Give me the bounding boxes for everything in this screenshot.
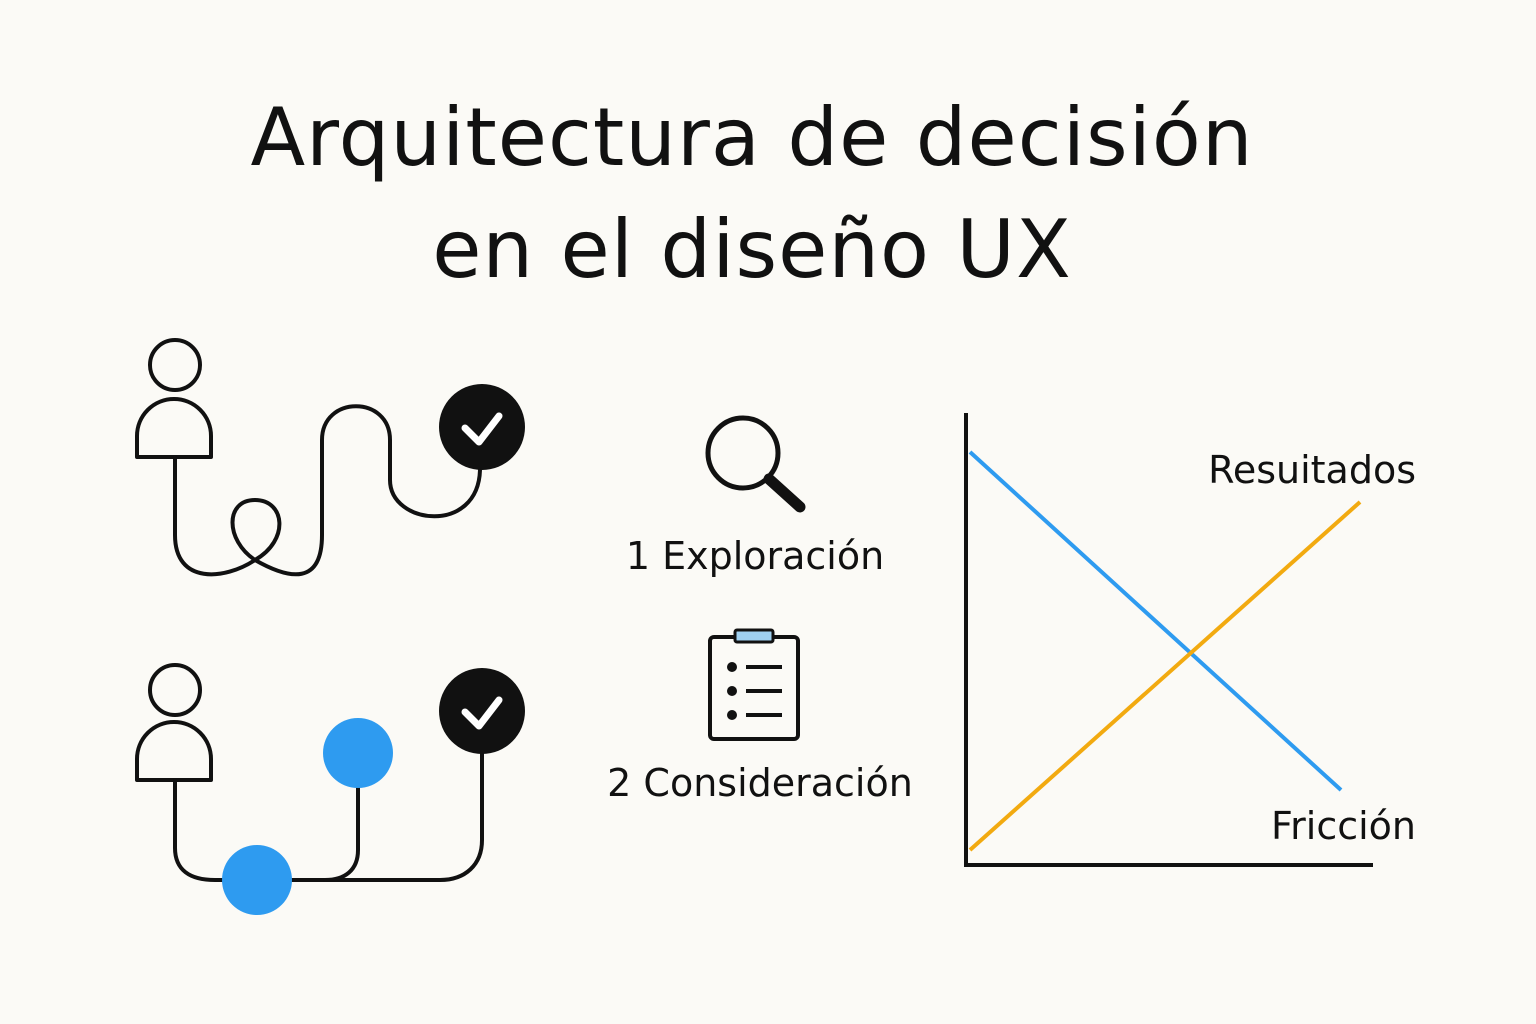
magnifier-icon xyxy=(705,415,806,513)
results-line-label: Resuitados xyxy=(1208,448,1416,492)
decision-node xyxy=(323,718,393,788)
decision-node xyxy=(222,845,292,915)
page-title: Arquitectura de decisión en el diseño UX xyxy=(0,82,1504,306)
step-exploration: 1 Exploración xyxy=(626,415,884,578)
winding-path-line xyxy=(173,404,482,577)
check-circle-icon xyxy=(439,668,525,754)
branch-line xyxy=(323,786,360,882)
guided-path-diagram xyxy=(135,663,525,915)
friction-line xyxy=(968,450,1343,792)
person-icon xyxy=(135,663,213,782)
title-line-1: Arquitectura de decisión xyxy=(250,91,1254,184)
winding-path-diagram xyxy=(135,338,525,577)
title-line-2: en el diseño UX xyxy=(432,203,1072,296)
friction-line-label: Fricción xyxy=(1271,804,1416,848)
results-line xyxy=(968,500,1362,852)
step-label-consideration: 2 Consideración xyxy=(607,761,913,805)
results-friction-graph: Resuitados Fricción xyxy=(964,413,1416,867)
step-label-exploration: 1 Exploración xyxy=(626,534,884,578)
clipboard-checklist-icon xyxy=(708,628,800,741)
person-icon xyxy=(135,338,213,459)
step-consideration: 2 Consideración xyxy=(607,628,913,805)
check-circle-icon xyxy=(439,384,525,470)
